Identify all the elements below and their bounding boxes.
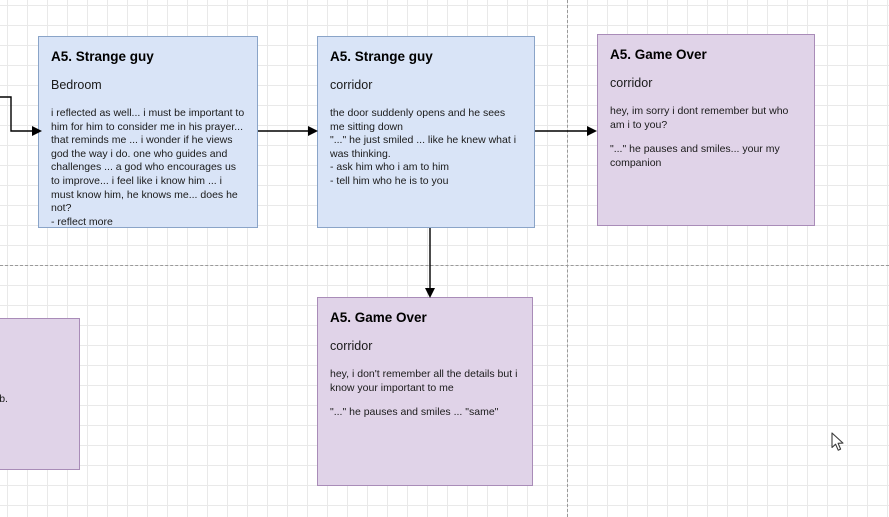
card-strange-guy-bedroom[interactable]: A5. Strange guy Bedroom i reflected as w…: [38, 36, 258, 228]
conn-corridor-to-gameover-bottom[interactable]: [420, 228, 440, 300]
arrowhead-icon: [587, 126, 597, 136]
card-body: hey, im sorry i dont remember but who am…: [610, 104, 792, 131]
card-location: corridor: [610, 75, 653, 90]
card-strange-guy-corridor[interactable]: A5. Strange guy corridor the door sudden…: [317, 36, 535, 228]
card-body: "..." he pauses and smiles ... "same": [330, 406, 499, 419]
mouse-cursor-icon: [831, 432, 844, 451]
card-location: corridor: [330, 77, 373, 92]
card-partial-left[interactable]: ip on hair that rface of the tub.: [0, 318, 80, 470]
card-location: corridor: [330, 338, 373, 353]
card-body: hey, i don't remember all the details bu…: [330, 367, 521, 394]
card-game-over-right[interactable]: A5. Game Over corridor hey, im sorry i d…: [597, 34, 815, 226]
card-title: A5. Game Over: [610, 47, 707, 62]
card-body: "..." he pauses and smiles... your my co…: [610, 143, 783, 169]
card-location: Bedroom: [51, 77, 102, 92]
arrowhead-icon: [425, 288, 435, 298]
conn-offscreen-to-bedroom[interactable]: [0, 95, 46, 140]
vertical-alignment-guide: [567, 0, 568, 517]
card-game-over-bottom[interactable]: A5. Game Over corridor hey, i don't reme…: [317, 297, 533, 486]
card-title: A5. Strange guy: [330, 49, 433, 64]
connector-line: [0, 96, 33, 132]
card-body: ip on hair that rface of the tub.: [0, 392, 8, 405]
arrowhead-icon: [308, 126, 318, 136]
conn-corridor-to-gameover-right[interactable]: [535, 121, 599, 141]
conn-bedroom-to-corridor[interactable]: [258, 121, 320, 141]
card-body: i reflected as well... i must be importa…: [51, 106, 245, 228]
card-title: A5. Strange guy: [51, 49, 154, 64]
arrowhead-icon: [32, 126, 42, 136]
card-body: the door suddenly opens and he sees me s…: [330, 106, 517, 188]
card-title: A5. Game Over: [330, 310, 427, 325]
horizontal-alignment-guide: [0, 265, 889, 266]
